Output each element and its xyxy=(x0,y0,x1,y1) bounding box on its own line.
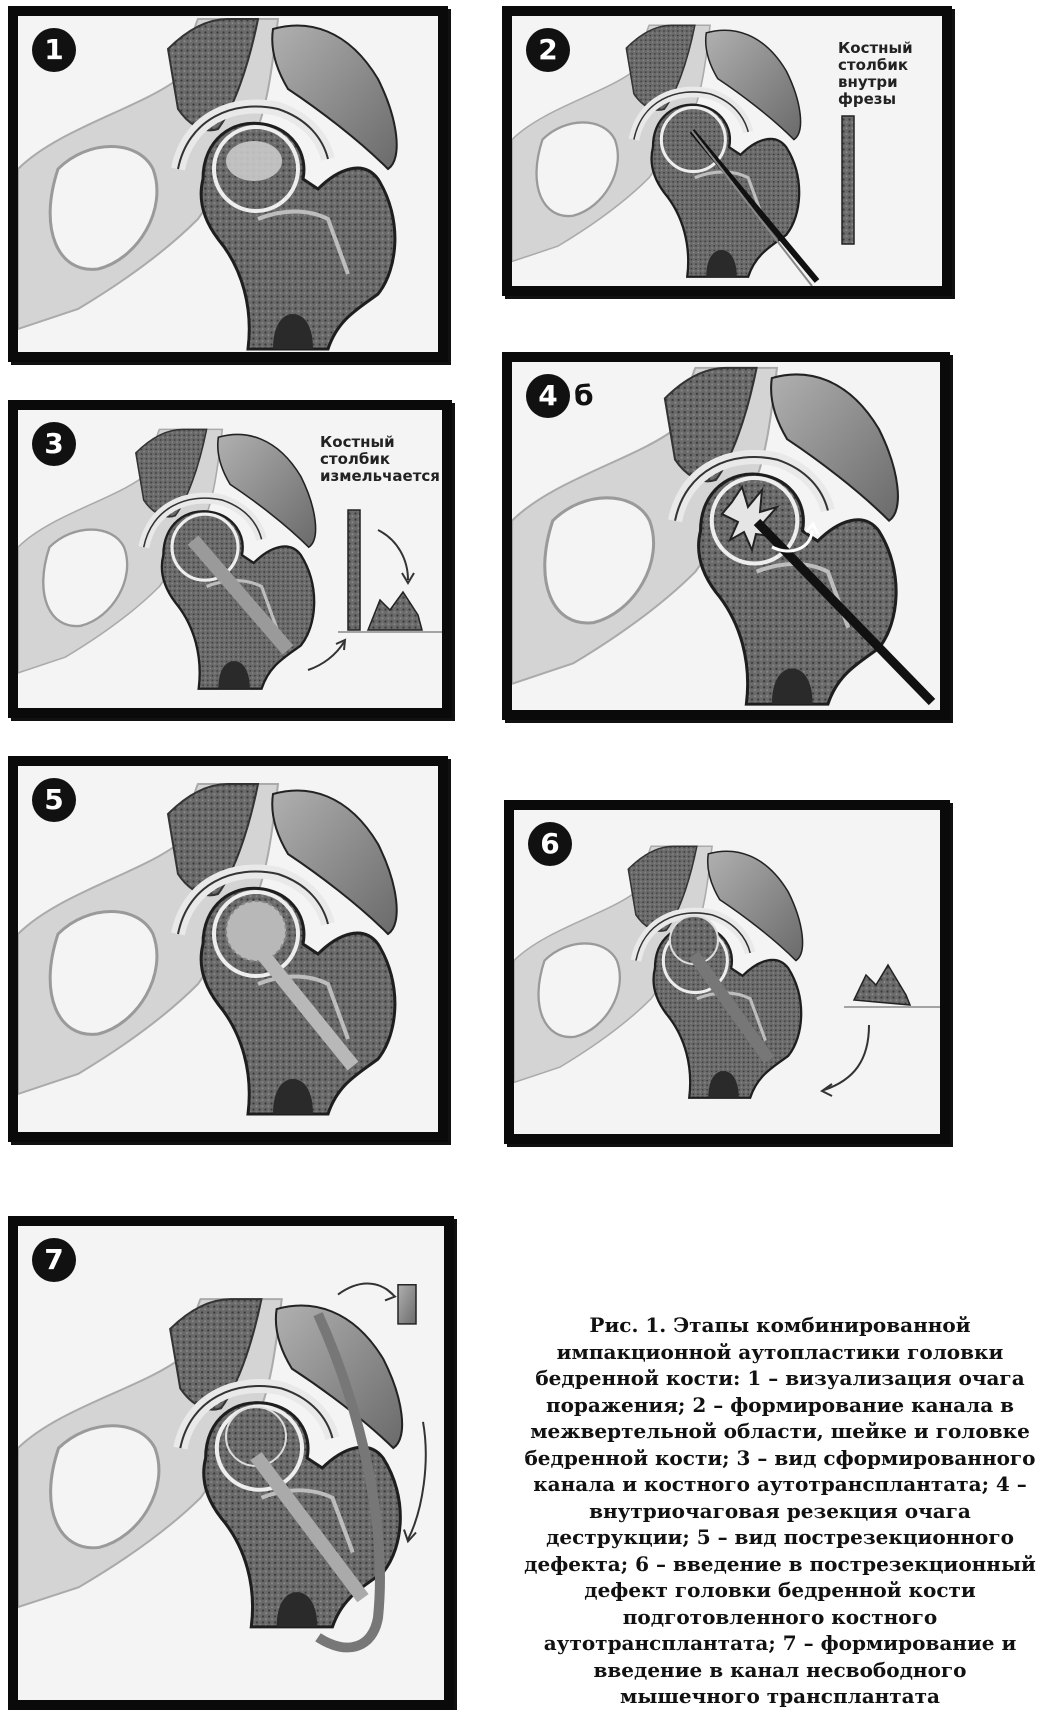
step-number-badge: 7 xyxy=(32,1238,76,1282)
arrow-flap-down xyxy=(408,1422,426,1540)
bone-graft-pile xyxy=(854,965,910,1005)
step-number-badge: 3 xyxy=(32,422,76,466)
crushed-bone-pile xyxy=(368,592,422,630)
step-6-panel: 6 xyxy=(504,800,950,1144)
figure-caption: Рис. 1. Этапы комбинированной импакционн… xyxy=(524,1312,1036,1710)
hip-joint-illustration xyxy=(18,766,438,1132)
step-number-badge: 2 xyxy=(526,28,570,72)
arrow-up xyxy=(308,642,344,670)
step-7-panel: 7 xyxy=(8,1216,454,1710)
muscle-graft-piece xyxy=(398,1285,416,1324)
step-number-badge: 4 xyxy=(526,374,570,418)
step-number-badge: 5 xyxy=(32,778,76,822)
step-5-panel: 5 xyxy=(8,756,448,1142)
arrow-down xyxy=(378,530,408,580)
arrow-insert xyxy=(824,1025,869,1090)
step-sub-label: б xyxy=(574,374,594,418)
bone-column xyxy=(348,510,360,630)
hip-joint-illustration xyxy=(18,16,438,352)
step-number-badge: 6 xyxy=(528,822,572,866)
bone-column xyxy=(842,116,854,244)
step-4-panel: 4 б xyxy=(502,352,950,720)
hip-joint-illustration xyxy=(18,1226,444,1700)
step-1-panel: 1 xyxy=(8,6,448,362)
bone-column-note: Костный столбик измельчается xyxy=(320,434,440,485)
step-3-panel: 3 Костный столбик измельчается xyxy=(8,400,452,718)
arrow-flap-up xyxy=(338,1284,393,1295)
hip-joint-illustration xyxy=(514,810,940,1134)
step-number-badge: 1 xyxy=(32,28,76,72)
bone-column-note: Костный столбик внутри фрезы xyxy=(838,40,913,108)
step-2-panel: 2 Костный столбик внутри фрезы xyxy=(502,6,952,296)
lesion-focus xyxy=(226,141,282,181)
